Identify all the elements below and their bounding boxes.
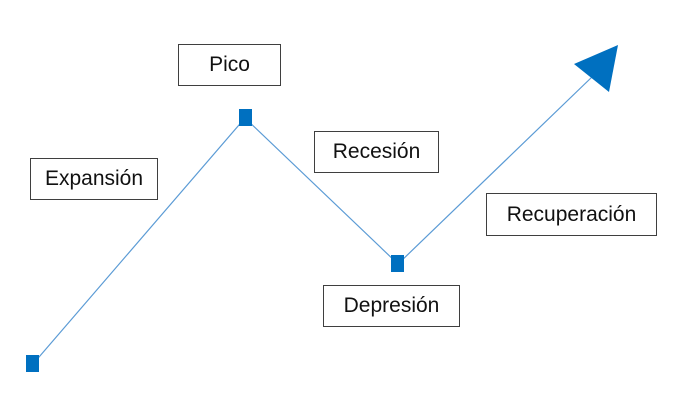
expansion-label: Expansión xyxy=(30,158,158,200)
depression-label: Depresión xyxy=(323,285,460,327)
cycle-line xyxy=(32,75,594,365)
recovery-label: Recuperación xyxy=(486,193,657,236)
arrow-head-icon xyxy=(574,45,618,92)
recession-label: Recesión xyxy=(314,131,439,173)
peak-label: Pico xyxy=(178,44,281,86)
peak-marker xyxy=(239,109,252,126)
start-marker xyxy=(26,355,39,372)
trough-marker xyxy=(391,255,404,272)
